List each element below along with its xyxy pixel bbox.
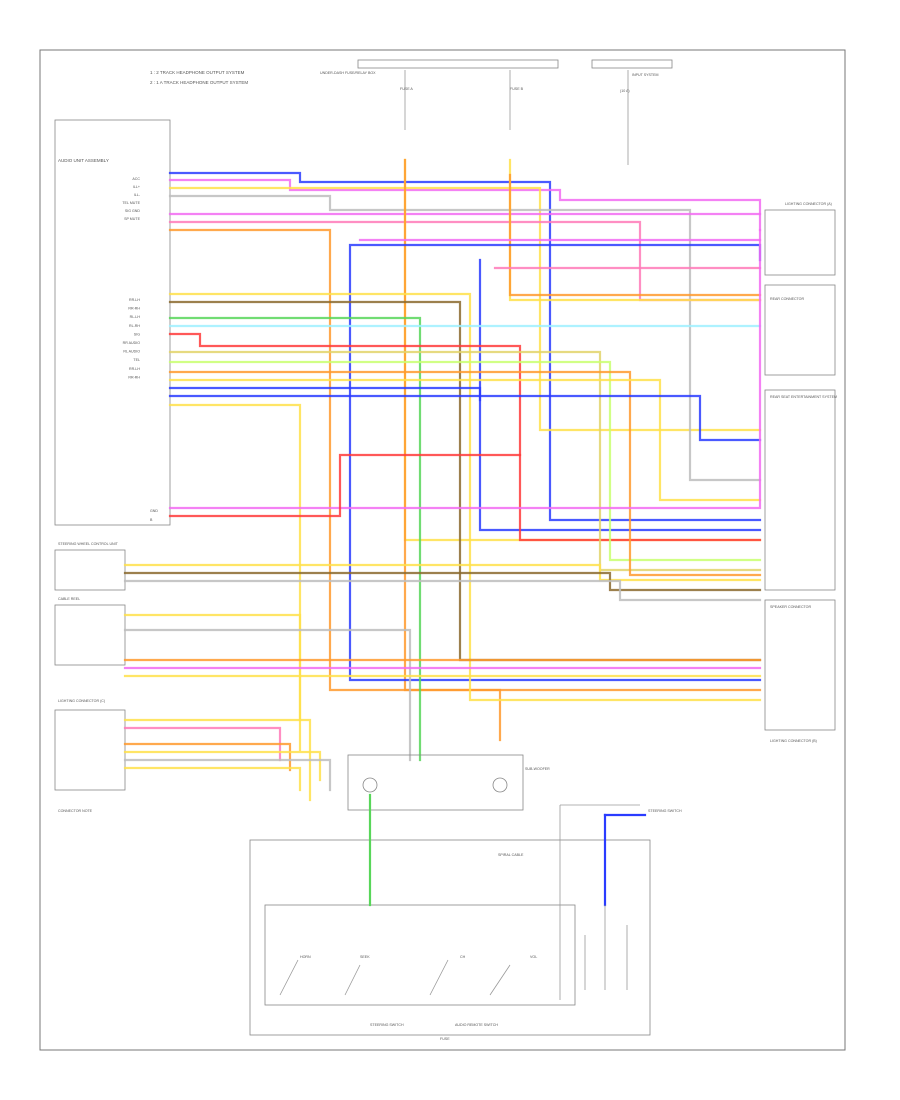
left-connector-steering: STEERING WHEEL CONTROL UNIT — [54, 542, 126, 591]
wire-orange-8 — [403, 158, 502, 742]
wire-lime-21 — [168, 360, 762, 562]
wire-yellow-40 — [123, 750, 322, 782]
left-connector-steering-label: STEERING WHEEL CONTROL UNIT — [58, 542, 119, 546]
fuse-box-right: INPUT SYSTEM (10 A) — [591, 59, 673, 165]
left-connector-cable-reel: CABLE REEL — [54, 597, 126, 666]
steering-switch-block: STEERING SWITCH HORN SEEK CH VOL STEERIN… — [249, 804, 682, 1041]
right-connector-speaker: SPEAKER CONNECTOR — [764, 599, 836, 731]
fuse-a-label: FUSE A — [400, 87, 413, 91]
head-unit-mid-pin-4: SIG — [134, 332, 140, 336]
legend-line-1: 1 : 2 TRACK HEADPHONE OUTPUT SYSTEM — [150, 70, 245, 75]
switch-ch: CH — [460, 955, 466, 959]
wire-gray-41 — [123, 758, 332, 792]
wire-yellow-26 — [168, 403, 302, 722]
head-unit-mid-pin-1: RR-RH — [128, 307, 140, 311]
right-connector-rear: REAR CONNECTOR — [764, 284, 836, 376]
wire-magenta-1 — [168, 178, 762, 232]
left-connector-cable-reel-label: CABLE REEL — [58, 597, 80, 601]
bottom-label-steering: STEERING SWITCH — [370, 1023, 404, 1027]
wire-yellow-15 — [168, 292, 762, 702]
wire-yellow-37 — [123, 718, 312, 802]
head-unit-pin-b: B — [150, 518, 153, 522]
wire-blue-24 — [168, 386, 482, 402]
right-connector-b-label: LIGHTING CONNECTOR (B) — [770, 739, 817, 743]
sub-woofer-label: SUB-WOOFER — [525, 767, 550, 771]
wire-red-19 — [168, 332, 762, 542]
right-connector-entertainment: REAR SEAT ENTERTAINMENT SYSTEM — [764, 389, 837, 591]
head-unit-mid-pin-8: RR-LH — [129, 367, 140, 371]
wire-orange-6 — [168, 228, 762, 692]
right-connector-speaker-label: SPEAKER CONNECTOR — [770, 605, 811, 609]
left-connector-lighting-label: LIGHTING CONNECTOR (C) — [58, 699, 105, 703]
bottom-caption: FUSE — [440, 1037, 450, 1041]
bottom-label-remote: AUDIO REMOTE SWITCH — [455, 1023, 498, 1027]
wire-gray-31 — [123, 579, 762, 602]
head-unit-top-pin-5: SP MUTE — [124, 217, 141, 221]
left-connector-lighting: LIGHTING CONNECTOR (C) — [54, 699, 126, 791]
head-unit-top-pin-2: ILL- — [134, 193, 141, 197]
wire-orange-22 — [168, 370, 762, 577]
diagram-frame — [39, 49, 846, 1051]
wire-magenta-27 — [168, 228, 762, 510]
head-unit-mid-pin-0: RR-LH — [129, 298, 140, 302]
head-unit-top-pin-3: TEL MUTE — [122, 201, 140, 205]
head-unit-title: AUDIO UNIT ASSEMBLY — [58, 158, 109, 163]
wire-yellow-2 — [168, 186, 762, 432]
wire-pink-38 — [123, 726, 282, 762]
head-unit: AUDIO UNIT ASSEMBLY ACC ILL+ ILL- TEL MUTE S… — [54, 119, 171, 526]
sub-woofer: SUB-WOOFER SPIRAL CABLE — [347, 754, 550, 857]
wire-blue-0 — [168, 171, 762, 522]
wire-orange-39 — [123, 742, 292, 772]
wire-gold-20 — [168, 350, 762, 572]
head-unit-top-pin-0: ACC — [132, 177, 140, 181]
wire-gray-33 — [123, 628, 412, 762]
wire-blue-13 — [478, 258, 762, 532]
head-unit-mid-pin-9: RR-RH — [128, 375, 140, 379]
fuse-right-label: (10 A) — [620, 89, 630, 93]
fuse-box-left-label: UNDER-DASH FUSE/RELAY BOX — [320, 71, 376, 75]
wire-brown-16 — [168, 300, 762, 662]
legend-line-2: 2 : 1 A TRACK HEADPHONE OUTPUT SYSTEM — [150, 80, 248, 85]
right-note: STEERING SWITCH — [648, 809, 682, 813]
switch-vol: VOL — [530, 955, 537, 959]
right-connector-entertainment-label: REAR SEAT ENTERTAINMENT SYSTEM — [770, 395, 837, 399]
wire-yellow-42 — [123, 766, 302, 792]
wire-pink-5 — [168, 220, 762, 302]
right-connector-a: LIGHTING CONNECTOR (A) — [764, 202, 836, 276]
wire-yellow-32 — [123, 613, 302, 752]
head-unit-mid-pin-2: RL-LH — [130, 315, 141, 319]
wire-bundle — [123, 158, 762, 802]
right-connector-a-label: LIGHTING CONNECTOR (A) — [785, 202, 832, 206]
fuse-box-right-label: INPUT SYSTEM — [632, 73, 659, 77]
wire-green-17 — [168, 316, 422, 762]
wire-red-28 — [168, 453, 522, 518]
head-unit-top-pin-1: ILL+ — [133, 185, 140, 189]
wire-yellow-7 — [403, 158, 762, 542]
switch-seek: SEEK — [360, 955, 370, 959]
wire-yellow-23 — [168, 378, 762, 502]
head-unit-mid-pin-5: RR AUDIO — [123, 341, 141, 345]
wire-gray-3 — [168, 194, 762, 482]
left-bottom-note: CONNECTOR NOTE — [58, 809, 93, 813]
head-unit-top-pin-4: SIG GND — [125, 209, 141, 213]
wire-blue-25 — [168, 394, 762, 442]
head-unit-mid-pin-7: TEL — [133, 358, 140, 362]
switch-horn: HORN — [300, 955, 311, 959]
head-unit-mid-pin-3: RL-RH — [129, 324, 140, 328]
center-note: SPIRAL CABLE — [498, 853, 524, 857]
head-unit-pin-gnd: GND — [150, 509, 158, 513]
fuse-b-label: FUSE B — [510, 87, 524, 91]
fuse-box-left: UNDER-DASH FUSE/RELAY BOX FUSE A FUSE B — [320, 59, 559, 130]
head-unit-mid-pin-6: RL AUDIO — [123, 350, 140, 354]
wire-orange-10 — [508, 173, 762, 297]
right-connector-rear-label: REAR CONNECTOR — [770, 297, 804, 301]
wire-blue-11 — [348, 243, 762, 682]
